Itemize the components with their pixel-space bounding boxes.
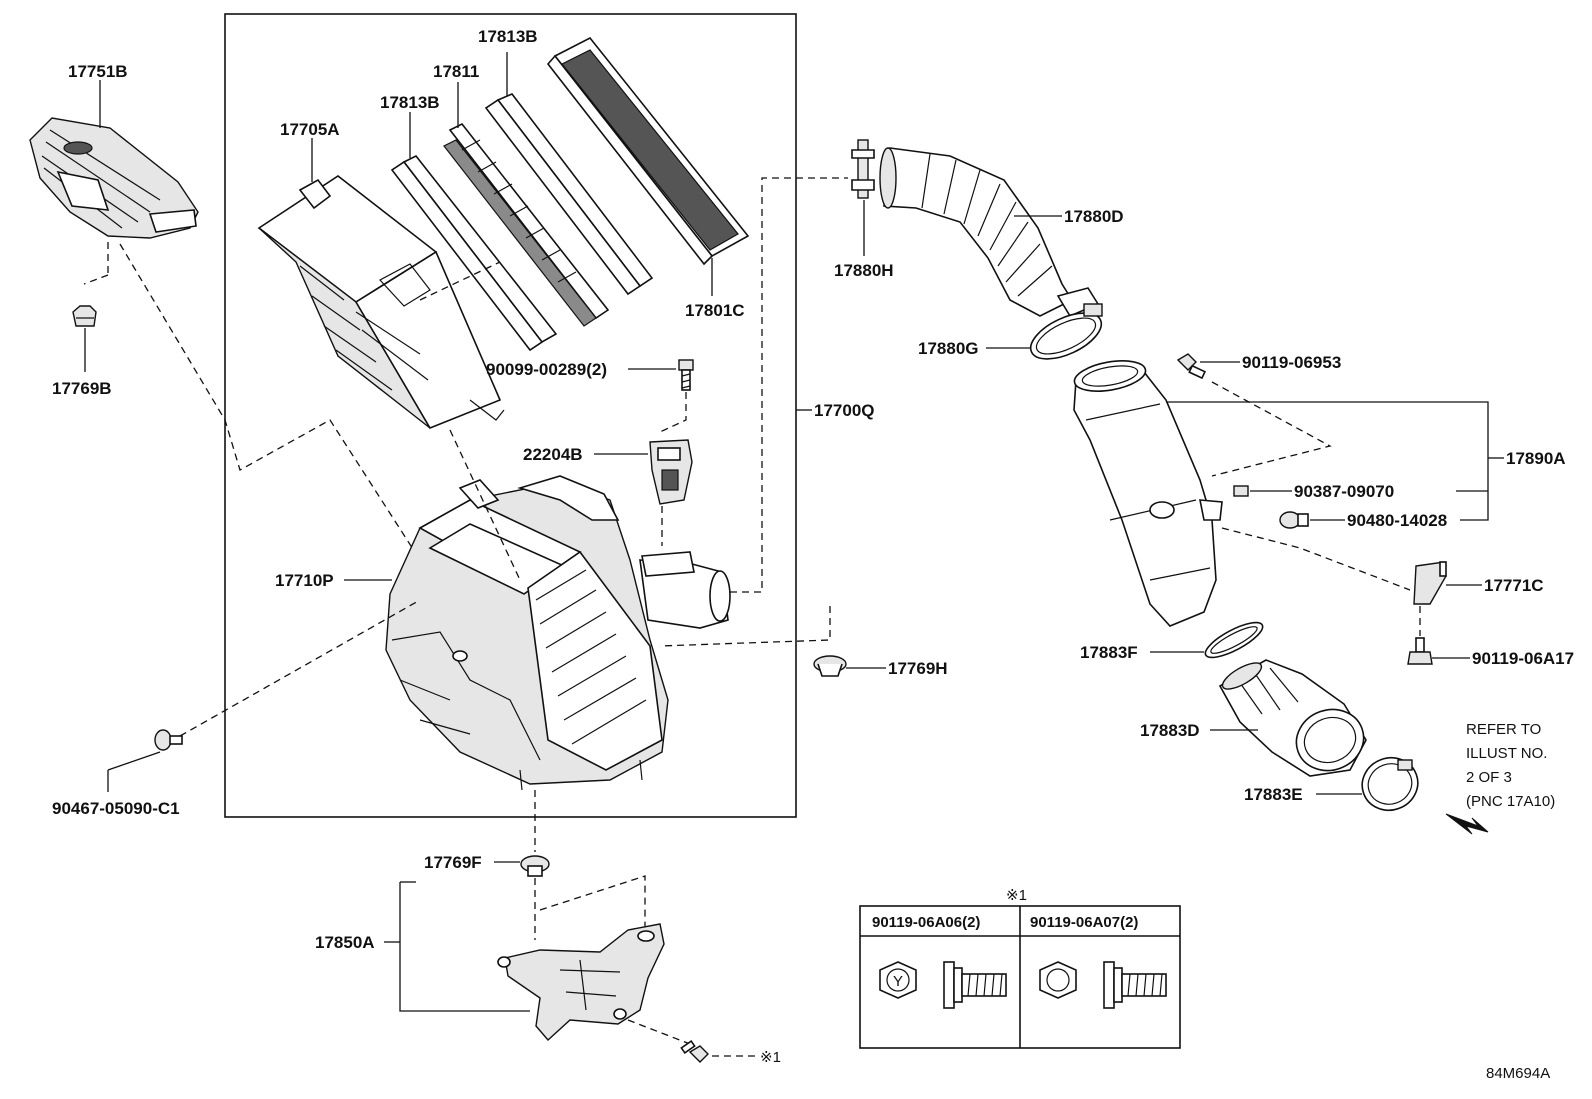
- label-90387-09070: 90387-09070: [1294, 482, 1394, 501]
- part-17771C-bracket: [1413, 561, 1447, 605]
- part-17850A-bracket: [497, 923, 665, 1042]
- label-bolt-note-mark: ※1: [760, 1049, 781, 1066]
- bolt-head-icon: Y: [879, 961, 917, 999]
- label-17771C: 17771C: [1484, 576, 1544, 595]
- label-17880D: 17880D: [1064, 207, 1124, 226]
- dash-bracket-top: [539, 875, 646, 928]
- label-17811: 17811: [433, 62, 479, 81]
- dash-screw-sensor: [659, 392, 687, 433]
- part-17813B-seal-rear: [484, 93, 654, 296]
- dash-17751B-housing: [119, 243, 421, 561]
- bolt-head-letter: Y: [893, 973, 903, 990]
- label-17769F: 17769F: [424, 853, 482, 872]
- label-17705A: 17705A: [280, 120, 340, 139]
- bolt-side-icon: [943, 961, 1007, 1009]
- label-17769B: 17769B: [52, 379, 112, 398]
- diagram-code: 84M694A: [1486, 1065, 1550, 1082]
- dash-outlet-hose: [730, 177, 848, 593]
- label-17880H: 17880H: [834, 261, 894, 280]
- refer-note: REFER TO ILLUST NO. 2 OF 3 (PNC 17A10): [1466, 721, 1555, 810]
- label-17813B-front: 17813B: [380, 93, 440, 112]
- part-17880G-hose-clamp: [1029, 303, 1103, 360]
- part-17769F-grommet: [520, 855, 550, 877]
- label-17880G: 17880G: [918, 339, 979, 358]
- label-90119-06953: 90119-06953: [1242, 353, 1341, 372]
- bolt-table-col2-header: 90119-06A07(2): [1030, 914, 1138, 931]
- refer-note-line3: 2 OF 3: [1466, 769, 1512, 786]
- arrow-icon: [1445, 813, 1489, 835]
- bolt-head-icon-2: [1039, 961, 1077, 999]
- part-17883F-hose-clamp: [1204, 621, 1264, 659]
- part-17769B-grommet: [72, 305, 97, 327]
- part-17811-filter-mesh: [443, 122, 610, 327]
- dash-filter-stack: [419, 261, 501, 301]
- dash-17890A-outline: [1211, 381, 1332, 477]
- leader-90467: [107, 751, 161, 771]
- label-17883E: 17883E: [1244, 785, 1303, 804]
- leader-17850A: [399, 882, 530, 1012]
- part-17880H-clip: [851, 139, 875, 199]
- bolt-table-col1-header: 90119-06A06(2): [872, 914, 980, 931]
- label-17769H: 17769H: [888, 659, 948, 678]
- part-17751B-intake-duct: [29, 117, 199, 239]
- part-17813B-seal-front: [390, 154, 558, 352]
- part-17890A-intake-pipe: [1073, 360, 1223, 627]
- label-17890A: 17890A: [1506, 449, 1566, 468]
- assembly-box-17700Q: [224, 13, 797, 818]
- label-17710P: 17710P: [275, 571, 334, 590]
- label-17883F: 17883F: [1080, 643, 1138, 662]
- label-17751B: 17751B: [68, 62, 128, 81]
- part-17801C-air-filter-element: [546, 36, 750, 266]
- part-bracket-bolt: [680, 1039, 709, 1063]
- dash-17769H-case: [659, 606, 831, 647]
- part-17883E-hose-clamp: [1361, 756, 1419, 812]
- bolt-table-mark: ※1: [1006, 887, 1027, 904]
- refer-note-line4: (PNC 17A10): [1466, 793, 1555, 810]
- part-17883D-intake-hose: [1218, 659, 1367, 777]
- refer-note-line1: REFER TO: [1466, 721, 1541, 738]
- label-22204B: 22204B: [523, 445, 583, 464]
- dash-cap-case: [449, 429, 521, 581]
- bolt-side-icon-2: [1103, 961, 1167, 1009]
- label-17883D: 17883D: [1140, 721, 1200, 740]
- part-17705A-air-cleaner-cap: [257, 175, 505, 429]
- dash-17769B-stub: [83, 274, 109, 285]
- label-17813B-rear: 17813B: [478, 27, 538, 46]
- label-17850A: 17850A: [315, 933, 375, 952]
- label-90480-14028: 90480-14028: [1347, 511, 1447, 530]
- label-90467-05090-C1: 90467-05090-C1: [52, 799, 180, 818]
- dash-pipe-17771C: [1221, 527, 1411, 591]
- dash-bracket-bolt: [627, 1019, 691, 1045]
- part-22204B-mass-air-flow-sensor: [649, 439, 693, 505]
- part-90480-14028-grommet: [1279, 511, 1309, 529]
- part-17880D-intake-hose: [879, 147, 1100, 318]
- bolt-table: 90119-06A06(2) 90119-06A07(2) Y: [859, 905, 1181, 1049]
- leader-17890A: [1166, 401, 1489, 521]
- label-90119-06A17: 90119-06A17: [1472, 649, 1574, 668]
- part-90119-06A17-bolt: [1407, 637, 1433, 665]
- part-17710P-air-cleaner-case: [385, 475, 731, 791]
- part-90387-09070-bushing: [1233, 485, 1249, 497]
- part-90099-00289-screw: [678, 359, 694, 391]
- part-90467-05090-C1-clip: [154, 729, 183, 751]
- dash-clip-case: [179, 599, 421, 737]
- label-17700Q: 17700Q: [814, 401, 875, 420]
- refer-note-line2: ILLUST NO.: [1466, 745, 1547, 762]
- label-90099-00289: 90099-00289(2): [486, 360, 607, 379]
- part-90119-06953-bolt: [1176, 353, 1207, 380]
- part-17769H-grommet: [813, 655, 847, 677]
- label-17801C: 17801C: [685, 301, 745, 320]
